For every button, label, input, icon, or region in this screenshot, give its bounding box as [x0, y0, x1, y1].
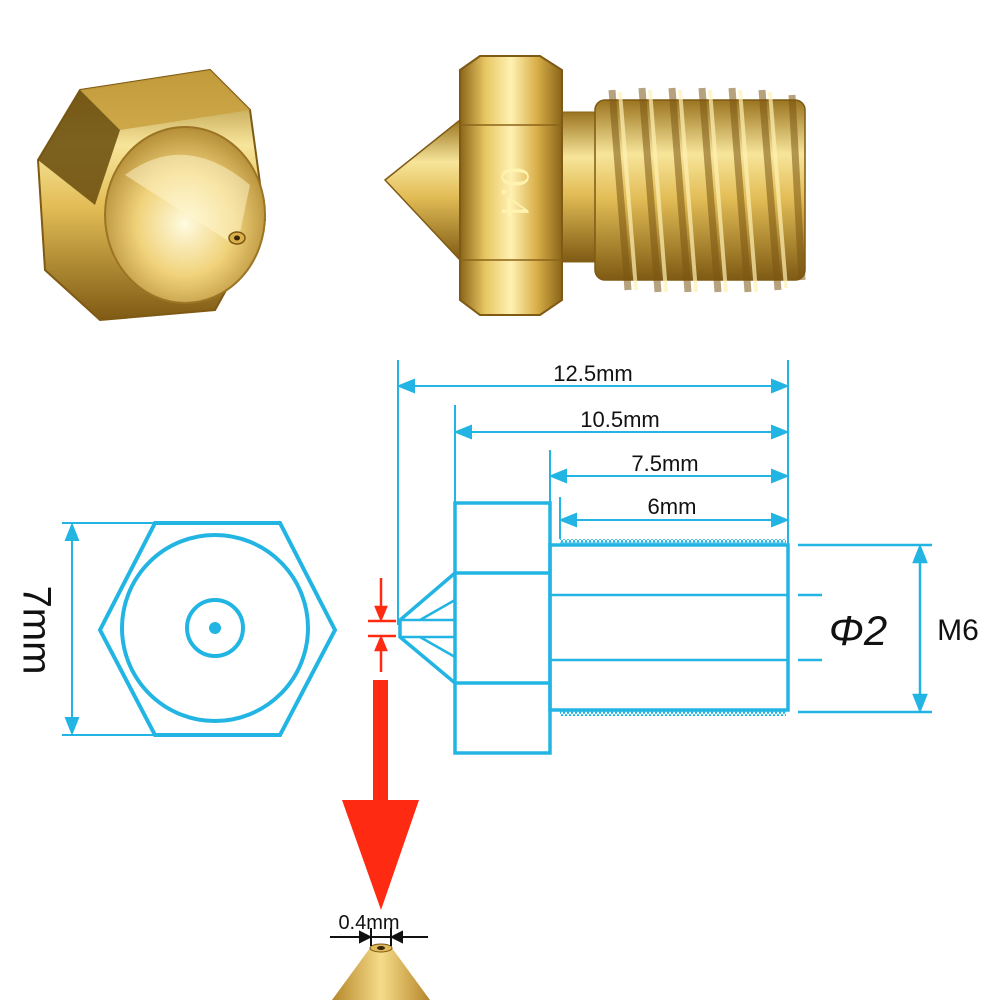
hex-width-dimension — [62, 522, 155, 736]
tip-hole-indicator — [368, 578, 396, 672]
overall-length-label: 12.5mm — [553, 361, 632, 386]
hex-width-label: 7mm — [14, 586, 58, 675]
thread-length-label: 6mm — [648, 494, 697, 519]
extension-lines — [397, 360, 789, 625]
hex-end-view — [97, 521, 338, 737]
body-length-label: 10.5mm — [580, 407, 659, 432]
thread-top-serration — [560, 539, 786, 545]
tip-closeup — [332, 943, 430, 1000]
shank-length-dimension — [548, 468, 790, 484]
nozzle-photo-front — [36, 68, 267, 322]
bore-diameter-label: Φ2 — [829, 607, 888, 654]
body-length-dimension — [453, 424, 790, 440]
tip-hole-dimension — [330, 928, 428, 946]
nozzle-engraving: 0.4 — [493, 167, 538, 217]
nozzle-photo-side: 0.4 — [383, 55, 806, 316]
shank-length-label: 7.5mm — [631, 451, 698, 476]
overall-length-dimension — [396, 378, 790, 394]
thread-size-label: M6 — [937, 614, 979, 647]
thread-size-dimension — [798, 543, 932, 714]
thread-photo — [594, 87, 806, 293]
red-down-arrow — [342, 680, 419, 910]
tip-hole-label: 0.4mm — [338, 912, 399, 934]
bore-diameter-ticks — [798, 593, 822, 662]
thread-bottom-serration — [560, 710, 786, 716]
thread-length-dimension — [558, 512, 790, 528]
